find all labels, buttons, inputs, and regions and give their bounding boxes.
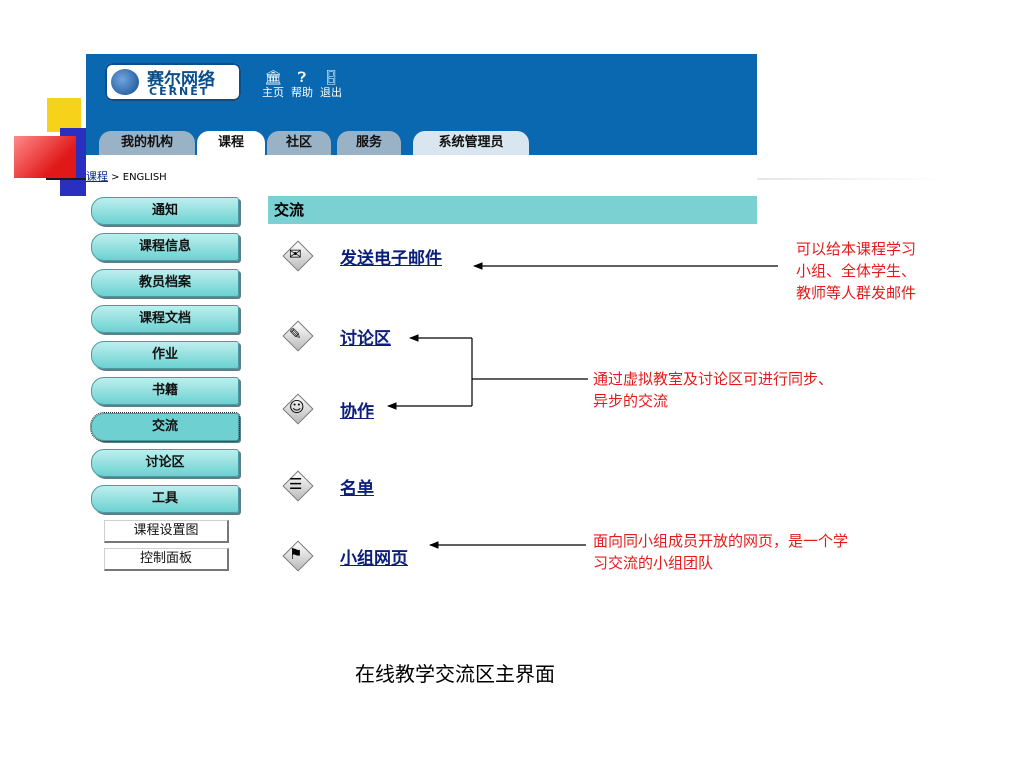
tab-system-admin[interactable]: 系统管理员: [413, 131, 529, 155]
annotation-email-line-1: 可以给本课程学习: [796, 240, 917, 258]
help-button[interactable]: ❓︎ 帮助: [287, 70, 317, 100]
roster-link[interactable]: 名单: [340, 479, 374, 499]
cernet-logo[interactable]: 赛尔网络 CERNET: [105, 63, 241, 101]
home-button[interactable]: 🏛︎ 主页: [258, 70, 288, 100]
group-page-link[interactable]: 小组网页: [340, 549, 408, 569]
globe-logo-icon: [111, 69, 139, 95]
breadcrumb-current: ENGLISH: [122, 172, 167, 183]
sidebar-item-notice[interactable]: 通知: [91, 197, 239, 225]
group-page-icon[interactable]: ⚑: [282, 540, 314, 572]
annotation-sync-line-2: 异步的交流: [593, 392, 669, 410]
roster-icon[interactable]: ☰: [282, 470, 314, 502]
section-title: 交流: [268, 196, 757, 224]
help-icon: ❓︎: [297, 70, 307, 86]
exit-button[interactable]: 🚪︎ 退出: [316, 70, 346, 100]
breadcrumb-separator: >: [108, 172, 123, 183]
tab-community[interactable]: 社区: [267, 131, 331, 155]
annotation-email-line-2: 小组、全体学生、: [796, 262, 917, 280]
decor-red-square: [14, 136, 76, 178]
annotation-sync: 通过虚拟教室及讨论区可进行同步、 异步的交流: [593, 368, 833, 412]
annotation-email-line-3: 教师等人群发邮件: [796, 284, 917, 302]
sidebar-item-assignments[interactable]: 作业: [91, 341, 239, 369]
course-app-screenshot: 赛尔网络 CERNET 🏛︎ 主页 ❓︎ 帮助 🚪︎ 退出 我的机构 课程 社区…: [86, 54, 757, 599]
logo-chinese-text: 赛尔网络: [147, 70, 215, 90]
course-map-button[interactable]: 课程设置图: [104, 520, 229, 543]
sidebar-item-course-info[interactable]: 课程信息: [91, 233, 239, 261]
sidebar-item-books[interactable]: 书籍: [91, 377, 239, 405]
discussion-link[interactable]: 讨论区: [340, 329, 391, 349]
exit-label: 退出: [320, 86, 342, 99]
collaboration-icon[interactable]: ☺: [282, 393, 314, 425]
tab-my-institution[interactable]: 我的机构: [99, 131, 195, 155]
sidebar-item-faculty[interactable]: 教员档案: [91, 269, 239, 297]
home-icon: 🏛︎: [264, 70, 282, 86]
sidebar-item-communication[interactable]: 交流: [90, 412, 240, 442]
tab-course[interactable]: 课程: [197, 131, 265, 155]
sidebar-item-tools[interactable]: 工具: [91, 485, 239, 513]
decor-yellow-square: [47, 98, 81, 132]
home-label: 主页: [262, 86, 284, 99]
annotation-sync-line-1: 通过虚拟教室及讨论区可进行同步、: [593, 370, 834, 388]
send-email-link[interactable]: 发送电子邮件: [340, 249, 442, 269]
help-label: 帮助: [291, 86, 313, 99]
slide-caption: 在线教学交流区主界面: [355, 662, 555, 686]
annotation-group: 面向同小组成员开放的网页，是一个学 习交流的小组团队: [593, 530, 848, 574]
sidebar-item-discussion[interactable]: 讨论区: [91, 449, 239, 477]
breadcrumb: 课程 > ENGLISH: [86, 169, 757, 185]
tab-service[interactable]: 服务: [337, 131, 401, 155]
annotation-group-line-2: 习交流的小组团队: [593, 554, 714, 572]
breadcrumb-course-link[interactable]: 课程: [86, 170, 108, 183]
header-banner: 赛尔网络 CERNET 🏛︎ 主页 ❓︎ 帮助 🚪︎ 退出 我的机构 课程 社区…: [86, 54, 757, 155]
discussion-icon[interactable]: ✎: [282, 320, 314, 352]
sidebar-item-course-docs[interactable]: 课程文档: [91, 305, 239, 333]
control-panel-button[interactable]: 控制面板: [104, 548, 229, 571]
collaboration-link[interactable]: 协作: [340, 402, 374, 422]
exit-icon: 🚪︎: [322, 70, 340, 86]
annotation-email: 可以给本课程学习 小组、全体学生、 教师等人群发邮件: [796, 238, 916, 304]
logo-english-text: CERNET: [149, 85, 210, 98]
email-icon[interactable]: ✉: [282, 240, 314, 272]
annotation-group-line-1: 面向同小组成员开放的网页，是一个学: [593, 532, 849, 550]
